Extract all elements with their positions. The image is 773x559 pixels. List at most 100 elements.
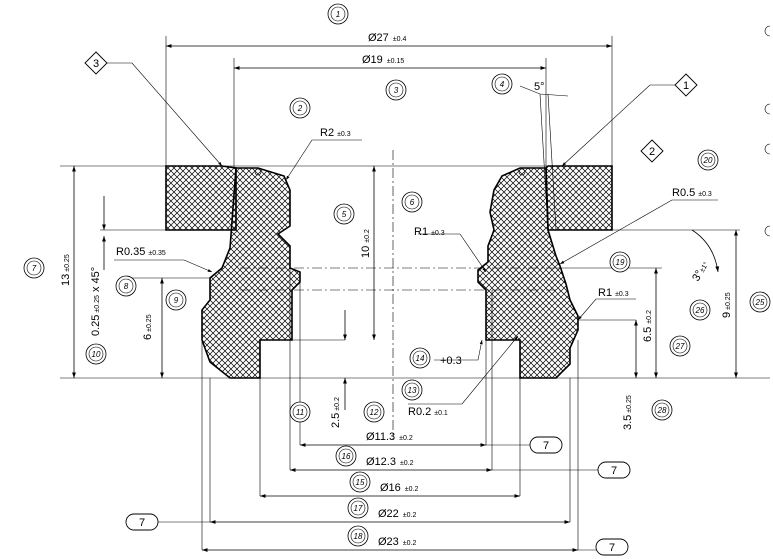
diamond-1: 1 [674,73,698,97]
part-section [165,165,613,379]
dim-h35: 3.5±0.25 [622,395,634,430]
svg-text:1: 1 [336,10,340,19]
balloon-2: 2 [289,97,311,119]
svg-text:7: 7 [543,440,549,452]
dim-r1b: R1±0.3 [598,287,629,299]
dim-d123: Ø12.3±0.2 [366,456,414,468]
balloon-9: 9 [165,289,187,311]
diamond-callouts: 3 1 2 [84,51,698,163]
svg-text:2: 2 [297,104,303,113]
svg-text:6: 6 [410,198,415,207]
svg-text:10: 10 [92,350,101,359]
diamond-3: 3 [84,51,108,75]
balloon-3: 3 [385,79,407,101]
svg-text:12: 12 [370,408,379,417]
dim-ang5: 5° [534,81,545,93]
dim-r035: R0.35±0.35 [116,246,166,258]
capsule-7-b: 7 [597,461,631,479]
svg-text:1: 1 [683,80,689,92]
svg-text:7: 7 [611,465,617,477]
capsule-7-a: 7 [529,436,563,454]
dim-h10: 10±0.2 [360,229,372,258]
svg-text:27: 27 [675,342,685,351]
dim-r05: R0.5±0.3 [672,187,712,199]
svg-text:3: 3 [93,58,99,70]
dim-r02: R0.2±0.1 [408,406,448,418]
svg-text:26: 26 [695,306,705,315]
dim-h25: 2.5±0.2 [330,397,342,428]
balloon-5: 5 [333,203,355,225]
svg-text:5: 5 [342,210,347,219]
balloon-11: 11 [289,401,311,423]
balloon-13: 13 [401,379,423,401]
svg-text:7: 7 [32,264,37,273]
balloon-1: 1 [327,3,349,25]
dim-d19: Ø19±0.15 [362,54,404,66]
balloon-4: 4 [491,73,513,95]
balloon-20: 20 [697,149,719,171]
dim-d23: Ø23±0.2 [378,536,416,548]
dim-h6: 6±0.25 [142,314,154,340]
balloon-14: 14 [409,347,431,369]
balloon-12: 12 [363,401,385,423]
svg-text:4: 4 [500,80,505,89]
svg-text:7: 7 [609,542,615,554]
capsule-7-c: 7 [125,513,159,531]
dim-h9: 9±0.25 [721,292,733,318]
right-outer-ring [545,165,613,231]
balloon-19: 19 [609,251,631,273]
balloon-27: 27 [669,335,691,357]
svg-text:18: 18 [354,532,363,541]
leader-lines [104,62,718,405]
dimension-lines [72,44,738,552]
balloon-28: 28 [651,399,673,421]
svg-text:11: 11 [296,408,304,417]
edge-marks [764,25,771,237]
balloon-16: 16 [335,445,357,467]
dimension-texts: Ø27±0.4 Ø19±0.15 R2±0.3 5° R0.5±0.3 R1±0… [60,32,733,548]
balloon-25: 25 [749,291,771,313]
svg-text:8: 8 [124,282,129,291]
svg-text:28: 28 [657,406,667,415]
dim-h65: 6.5±0.2 [642,310,654,342]
svg-text:16: 16 [342,452,351,461]
balloon-6: 6 [401,191,423,213]
svg-text:20: 20 [703,156,713,165]
svg-text:2: 2 [649,146,655,158]
dim-d113: Ø11.3±0.2 [366,431,413,443]
dim-r2: R2±0.3 [320,127,351,139]
dim-p03: +0.3 [440,355,462,367]
svg-text:14: 14 [416,354,425,363]
svg-text:25: 25 [755,298,765,307]
capsule-callouts: 7 7 7 7 [125,436,631,556]
svg-text:3: 3 [394,86,399,95]
balloon-26: 26 [689,299,711,321]
inspection-balloons: 1 2 3 4 5 6 7 8 9 10 11 12 13 14 15 16 1… [23,3,771,547]
extension-lines [60,36,770,550]
balloon-7: 7 [23,257,45,279]
balloon-18: 18 [347,525,369,547]
svg-text:13: 13 [408,386,417,395]
svg-text:7: 7 [139,517,145,529]
svg-text:17: 17 [354,504,363,513]
balloon-8: 8 [115,275,137,297]
right-groove-mark [518,168,526,176]
dim-chamfer: 0.25±0.25 x 45° [90,267,102,336]
svg-text:19: 19 [616,258,625,267]
left-groove-mark [254,168,262,176]
dim-ang3: 3°±1° [690,259,711,283]
dim-d27: Ø27±0.4 [368,32,406,44]
left-outer-ring [165,165,237,231]
svg-text:15: 15 [356,478,365,487]
capsule-7-d: 7 [595,538,629,556]
diamond-2: 2 [640,139,664,163]
dim-h13: 13±0.25 [60,254,72,286]
svg-text:9: 9 [174,296,179,305]
balloon-10: 10 [85,343,107,365]
balloon-15: 15 [349,471,371,493]
dim-r1a: R1±0.3 [414,226,445,238]
dim-d16: Ø16±0.2 [380,482,418,494]
balloon-17: 17 [347,497,369,519]
dim-d22: Ø22±0.2 [378,508,416,520]
